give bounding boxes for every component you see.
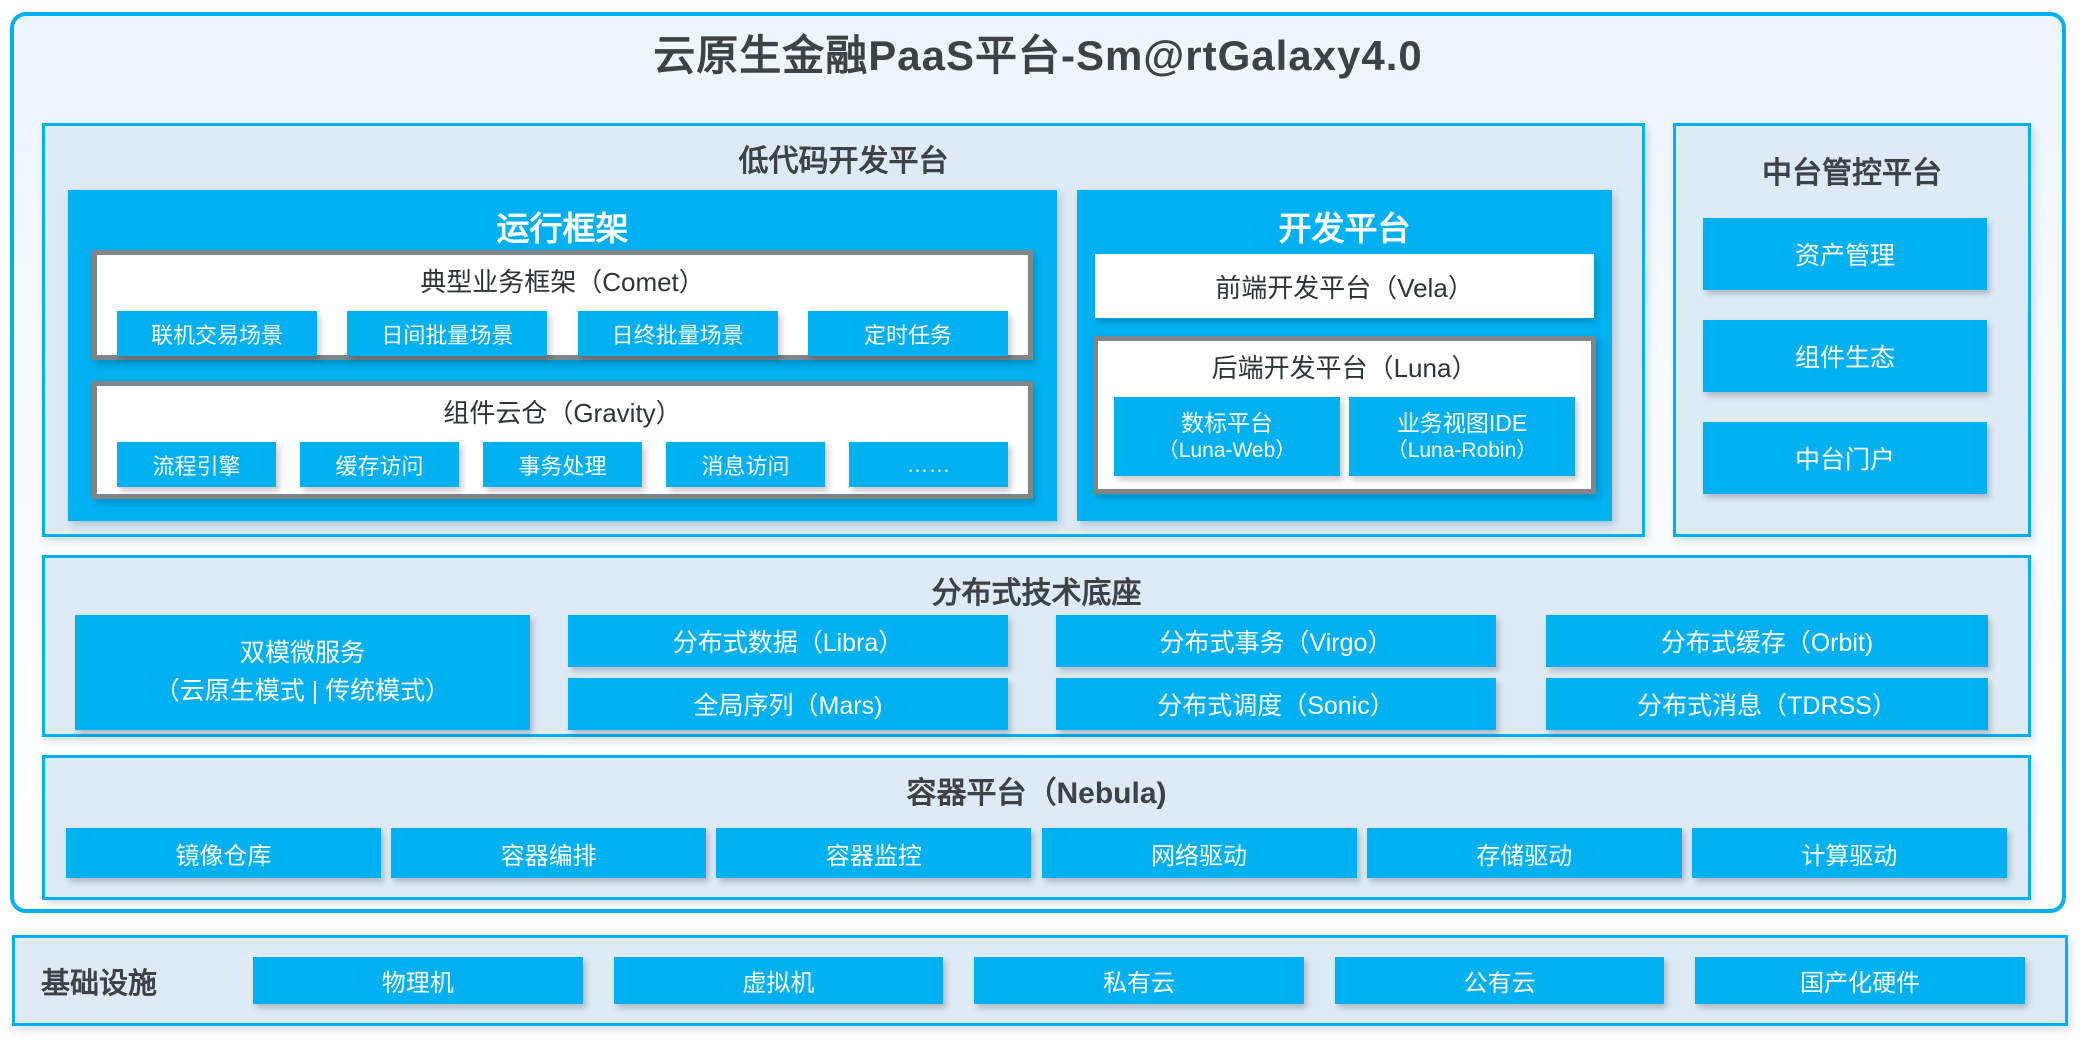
gravity-item-transaction: 事务处理 <box>483 442 642 487</box>
lowcode-panel: 低代码开发平台 运行框架 典型业务框架（Comet） 联机交易场景 日间批量场景… <box>42 123 1645 537</box>
gravity-items-row: 流程引擎 缓存访问 事务处理 消息访问 …… <box>97 442 1028 487</box>
gravity-item-message-access: 消息访问 <box>666 442 825 487</box>
container-items-row: 镜像仓库 容器编排 容器监控 网络驱动 存储驱动 计算驱动 <box>45 828 2028 878</box>
luna-web-name: 数标平台 <box>1181 410 1273 436</box>
luna-title: 后端开发平台（Luna） <box>1211 353 1478 383</box>
infrastructure-title: 基础设施 <box>41 967 158 1000</box>
gravity-title: 组件云仓（Gravity） <box>443 398 682 428</box>
gravity-item-ellipsis: …… <box>849 442 1008 487</box>
comet-items-row: 联机交易场景 日间批量场景 日终批量场景 定时任务 <box>97 311 1028 356</box>
vela-box: 前端开发平台（Vela） <box>1095 254 1594 318</box>
container-item-image-registry: 镜像仓库 <box>66 828 381 878</box>
runtime-framework-title: 运行框架 <box>496 210 629 247</box>
luna-web-code: （Luna-Web） <box>1157 438 1297 462</box>
dist-item-data-libra: 分布式数据（Libra） <box>568 615 1008 667</box>
gravity-item-process-engine: 流程引擎 <box>117 442 276 487</box>
infra-item-physical-machine: 物理机 <box>253 957 583 1004</box>
comet-item-scheduled-task: 定时任务 <box>807 311 1008 356</box>
vela-label: 前端开发平台（Vela） <box>1215 272 1474 303</box>
infra-item-virtual-machine: 虚拟机 <box>613 957 944 1004</box>
comet-title: 典型业务框架（Comet） <box>420 267 705 297</box>
comet-item-eod-batch: 日终批量场景 <box>577 311 778 356</box>
luna-items-row: 数标平台 （Luna-Web） 业务视图IDE （Luna-Robin） <box>1098 397 1591 476</box>
dist-item-sequence-mars: 全局序列（Mars) <box>568 678 1008 730</box>
mid-platform-title: 中台管控平台 <box>1762 157 1942 190</box>
luna-robin-item: 业务视图IDE （Luna-Robin） <box>1349 397 1575 476</box>
comet-item-online-trade: 联机交易场景 <box>117 311 317 356</box>
container-item-compute-driver: 计算驱动 <box>1691 828 2007 878</box>
luna-box: 后端开发平台（Luna） 数标平台 （Luna-Web） 业务视图IDE （Lu… <box>1093 336 1596 494</box>
infrastructure-items-row: 物理机 虚拟机 私有云 公有云 国产化硬件 <box>253 957 2025 1004</box>
dual-mode-microservice-item: 双模微服务 （云原生模式 | 传统模式） <box>75 615 530 730</box>
dev-platform-title: 开发平台 <box>1278 210 1411 247</box>
dist-item-cache-orbit: 分布式缓存（Orbit) <box>1546 615 1988 667</box>
comet-item-daytime-batch: 日间批量场景 <box>347 311 548 356</box>
gravity-item-cache-access: 缓存访问 <box>300 442 459 487</box>
container-item-storage-driver: 存储驱动 <box>1366 828 1682 878</box>
dist-item-transaction-virgo: 分布式事务（Virgo） <box>1056 615 1496 667</box>
container-item-network-driver: 网络驱动 <box>1041 828 1357 878</box>
luna-robin-code: （Luna-Robin） <box>1386 438 1538 462</box>
lowcode-title: 低代码开发平台 <box>738 145 949 178</box>
mid-platform-panel: 中台管控平台 资产管理 组件生态 中台门户 <box>1673 123 2031 537</box>
comet-box: 典型业务框架（Comet） 联机交易场景 日间批量场景 日终批量场景 定时任务 <box>92 250 1033 360</box>
infra-item-private-cloud: 私有云 <box>974 957 1304 1004</box>
dual-mode-line1: 双模微服务 <box>239 639 365 667</box>
gravity-box: 组件云仓（Gravity） 流程引擎 缓存访问 事务处理 消息访问 …… <box>92 381 1033 499</box>
luna-web-item: 数标平台 （Luna-Web） <box>1114 397 1340 476</box>
mid-item-portal: 中台门户 <box>1703 422 1987 494</box>
container-title: 容器平台（Nebula) <box>906 777 1167 810</box>
container-panel: 容器平台（Nebula) 镜像仓库 容器编排 容器监控 网络驱动 存储驱动 计算… <box>42 755 2031 900</box>
infra-item-domestic-hardware: 国产化硬件 <box>1695 957 2025 1004</box>
dist-item-message-tdrss: 分布式消息（TDRSS） <box>1546 678 1988 730</box>
distributed-panel: 分布式技术底座 双模微服务 （云原生模式 | 传统模式） 分布式数据（Libra… <box>42 555 2031 737</box>
dual-mode-line2: （云原生模式 | 传统模式） <box>154 676 451 705</box>
infra-item-public-cloud: 公有云 <box>1334 957 1665 1004</box>
infrastructure-panel: 基础设施 物理机 虚拟机 私有云 公有云 国产化硬件 <box>12 935 2068 1026</box>
dev-platform-panel: 开发平台 前端开发平台（Vela） 后端开发平台（Luna） 数标平台 （Lun… <box>1077 190 1612 521</box>
mid-item-component-ecosystem: 组件生态 <box>1703 320 1987 392</box>
container-item-orchestration: 容器编排 <box>391 828 707 878</box>
distributed-title: 分布式技术底座 <box>931 577 1142 610</box>
luna-robin-name: 业务视图IDE <box>1396 410 1528 436</box>
runtime-framework-panel: 运行框架 典型业务框架（Comet） 联机交易场景 日间批量场景 日终批量场景 … <box>68 190 1057 521</box>
page-title: 云原生金融PaaS平台-Sm@rtGalaxy4.0 <box>653 32 1423 79</box>
container-item-monitoring: 容器监控 <box>716 828 1032 878</box>
dist-item-scheduling-sonic: 分布式调度（Sonic） <box>1056 678 1496 730</box>
mid-item-asset-management: 资产管理 <box>1703 218 1987 290</box>
